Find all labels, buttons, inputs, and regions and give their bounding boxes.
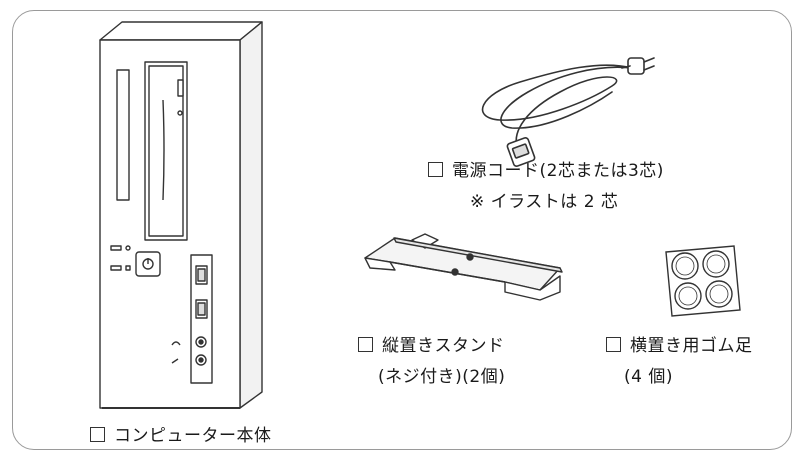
power-cord-note: ※ イラストは 2 芯 <box>470 192 619 212</box>
power-cord-checkbox[interactable] <box>428 162 443 177</box>
vertical-stand-illustration <box>364 233 563 301</box>
computer-checkbox[interactable] <box>90 427 105 442</box>
stand-label-row: 縦置きスタンド <box>358 335 505 357</box>
rubber-feet-sublabel: (4 個) <box>624 367 673 387</box>
power-cord-label: 電源コード(2芯または3芯) <box>452 161 664 181</box>
computer-label: コンピューター本体 <box>114 426 272 446</box>
stand-label: 縦置きスタンド <box>382 336 505 356</box>
rubber-feet-checkbox[interactable] <box>606 337 621 352</box>
stand-checkbox[interactable] <box>358 337 373 352</box>
rubber-feet-label: 横置き用ゴム足 <box>630 336 753 356</box>
rubber-feet-label-row: 横置き用ゴム足 <box>606 335 753 357</box>
rubber-feet-illustration <box>665 245 741 317</box>
power-cord-label-row: 電源コード(2芯または3芯) <box>428 160 664 182</box>
stand-sublabel: (ネジ付き)(2個) <box>378 367 506 387</box>
computer-tower-illustration <box>99 21 263 409</box>
computer-label-row: コンピューター本体 <box>90 425 272 447</box>
power-cord-illustration <box>481 57 655 167</box>
